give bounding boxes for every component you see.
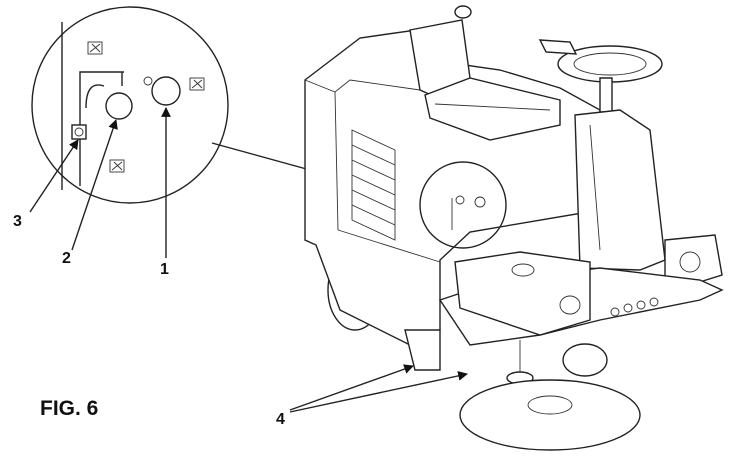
detail-inset [31,6,229,204]
symbol-icon-left [71,124,87,140]
side-brush [459,340,641,451]
callout-1: 1 [160,261,169,278]
front-buttons [610,297,659,317]
leader-4b [289,371,468,413]
detail-circle [31,6,229,204]
callout-4: 4 [276,411,285,428]
leader-3 [29,139,79,213]
vent-grille [351,129,396,241]
figure-label: FIG. 6 [40,397,98,420]
callout-3: 3 [13,213,22,230]
callout-2: 2 [62,250,71,267]
symbol-icon-top [87,41,103,55]
leader-2 [71,119,118,251]
symbol-icon-right [189,77,205,91]
selector-knob [151,76,181,106]
symbol-icon-bottom [109,159,125,173]
detail-location [419,161,507,249]
steering-wheel [538,39,663,113]
sweeper-machine [304,5,724,451]
seat [409,19,561,141]
key-switch-knob [105,92,133,120]
leader-4a [289,364,414,411]
